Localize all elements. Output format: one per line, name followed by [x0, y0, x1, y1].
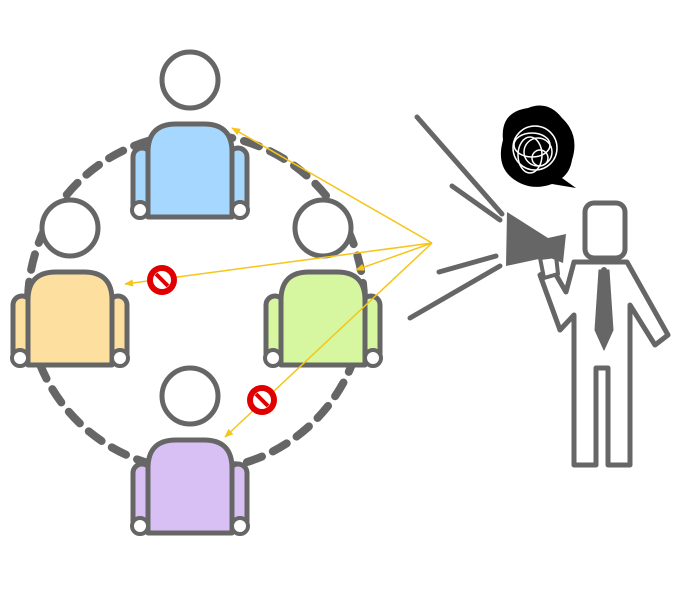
megaphone-icon: [506, 212, 566, 266]
sound-lines: [407, 114, 505, 321]
person-bottom: [132, 368, 248, 534]
prohibited-icon: [147, 265, 177, 295]
person-right: [265, 200, 381, 366]
arrow-to-right: [355, 242, 433, 271]
arrow-to-top: [231, 127, 433, 244]
businessman-icon: [537, 200, 671, 468]
prohibited-icon: [247, 385, 277, 415]
person-left: [12, 200, 128, 366]
speech-bubble-icon: [500, 105, 576, 188]
person-top: [132, 52, 248, 218]
